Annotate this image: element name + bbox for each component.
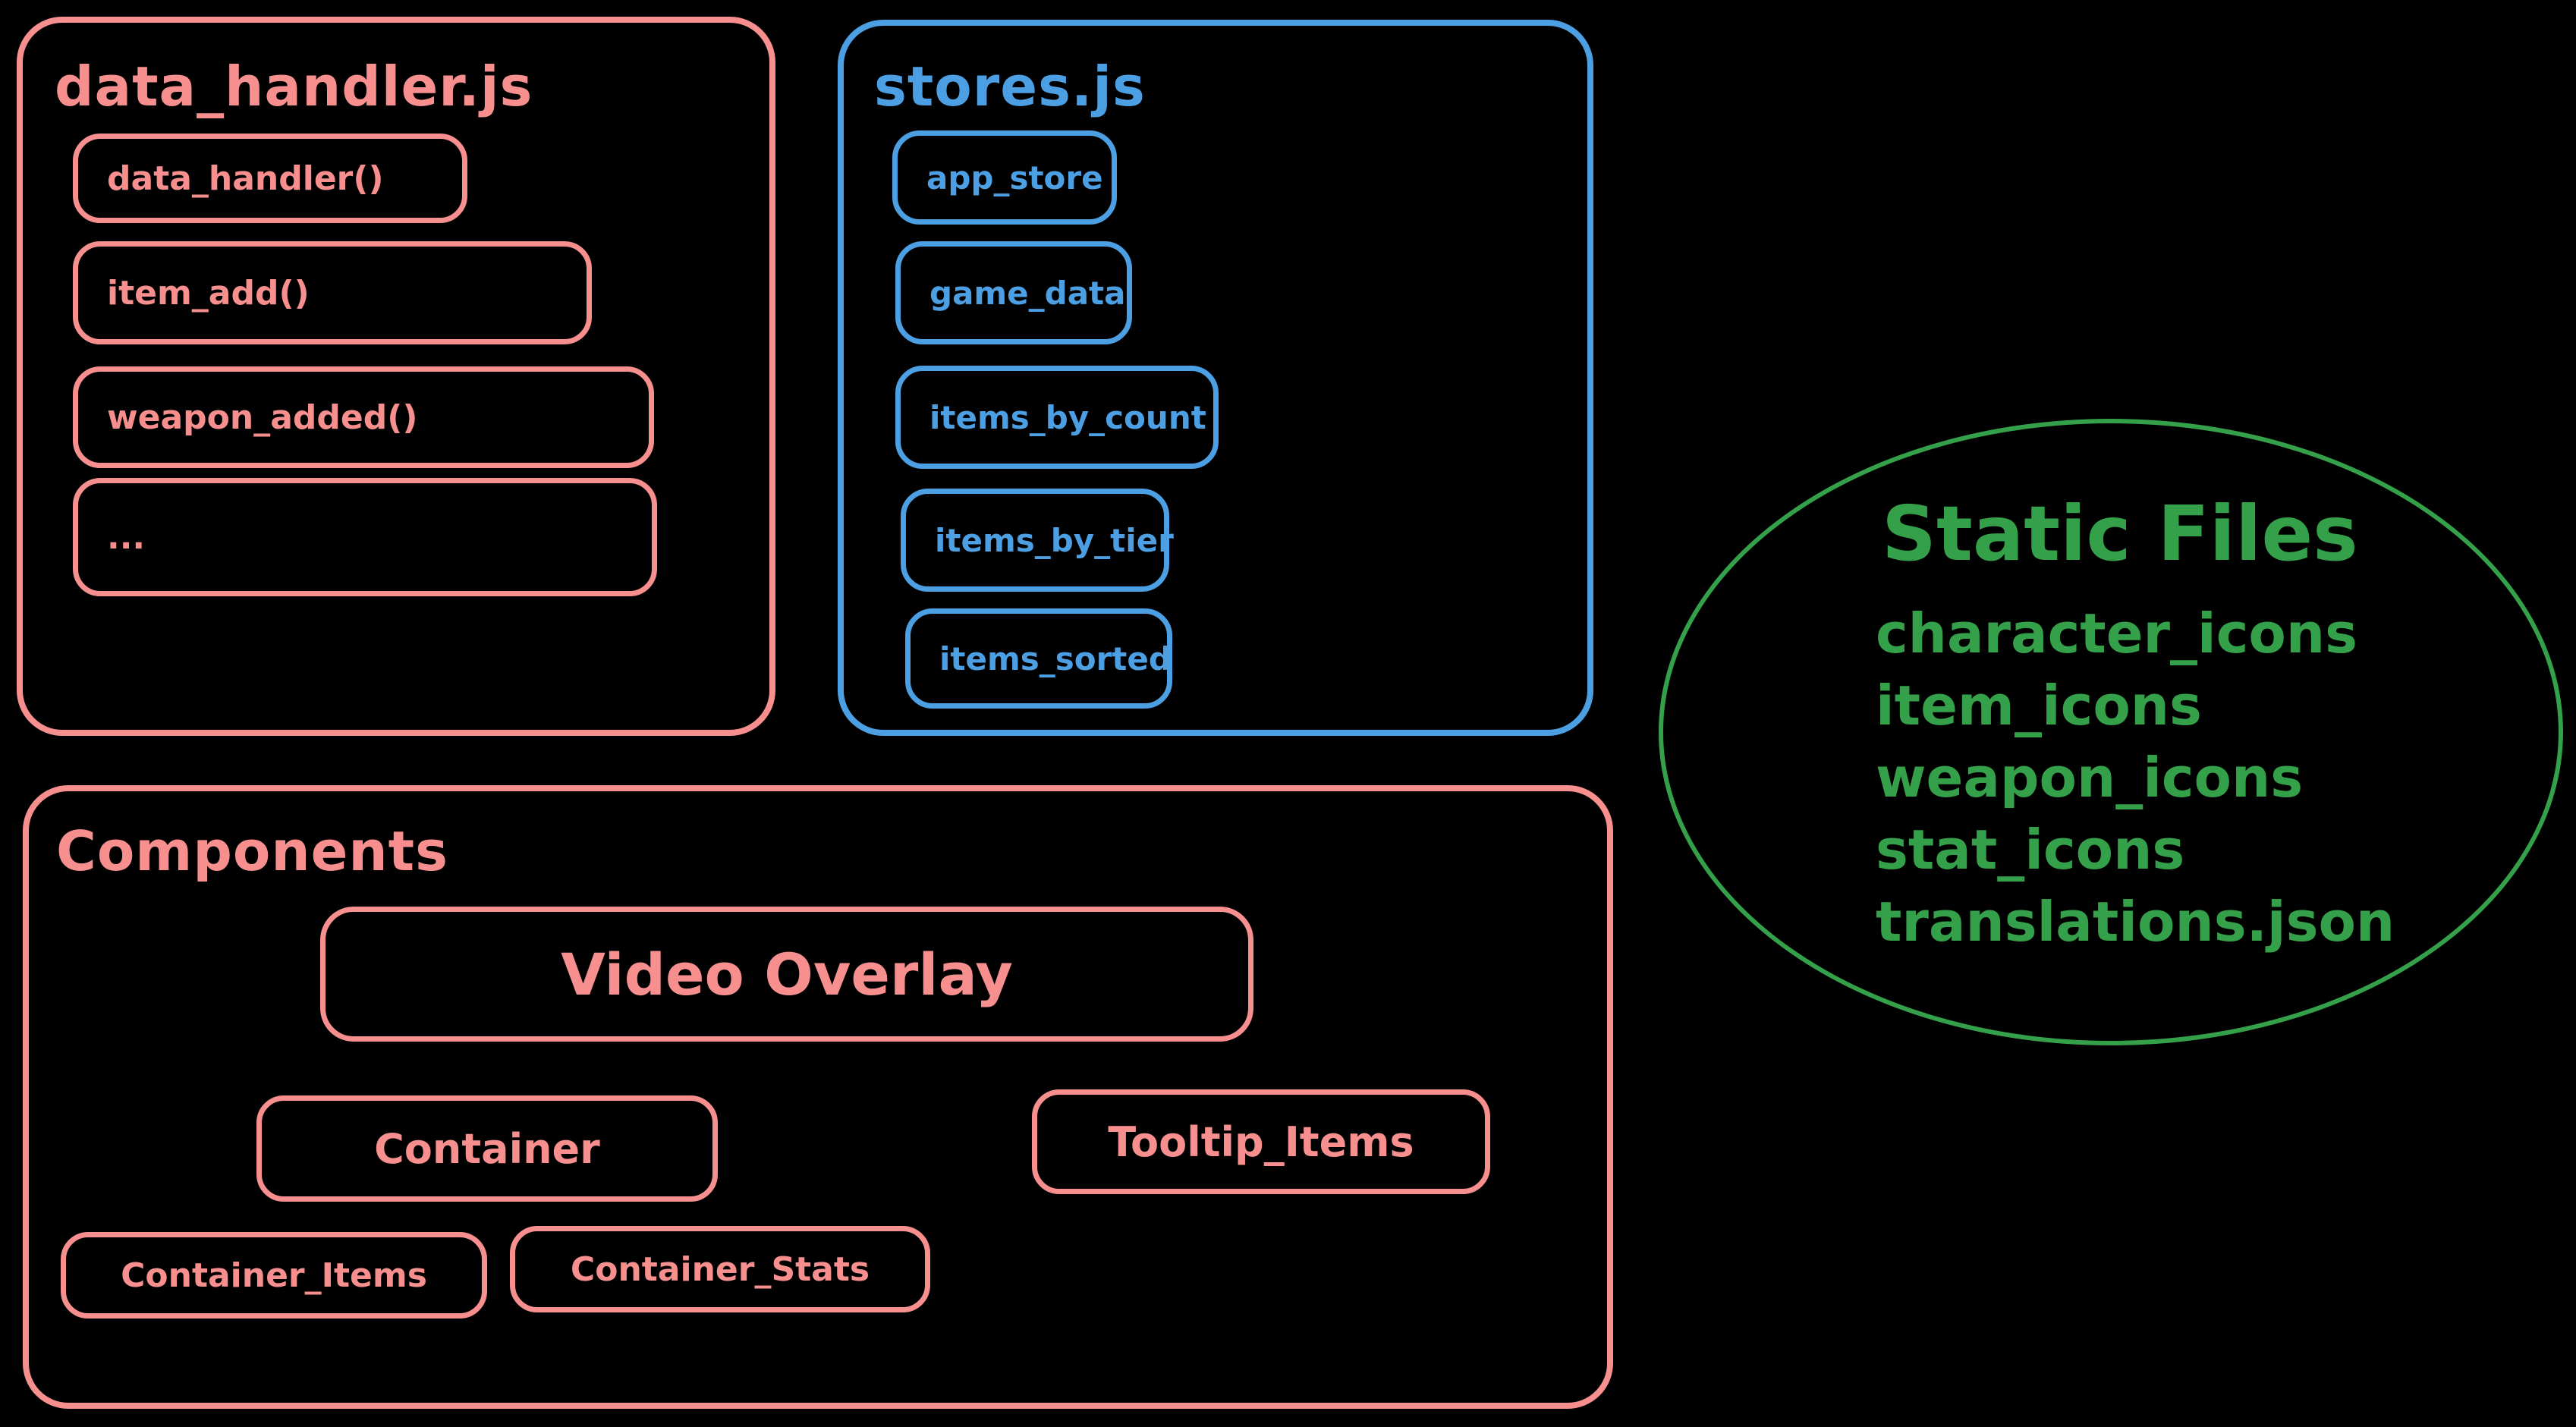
node-app-store: app_store xyxy=(892,130,1117,225)
node-item-add-fn: item_add() xyxy=(73,241,592,344)
node-video-overlay: Video Overlay xyxy=(320,907,1253,1042)
node-container-items: Container_Items xyxy=(61,1232,487,1319)
group-title-data-handler: data_handler.js xyxy=(55,55,533,118)
node-container: Container xyxy=(256,1095,718,1202)
group-title-stores: stores.js xyxy=(874,55,1146,118)
node-data-handler-fn: data_handler() xyxy=(73,134,467,223)
node-weapon-added-fn: weapon_added() xyxy=(73,366,654,468)
node-label: items_by_count xyxy=(929,398,1206,436)
node-label: Container_Items xyxy=(121,1256,427,1295)
group-box-components xyxy=(23,785,1613,1409)
node-items-sorted: items_sorted xyxy=(905,608,1172,709)
node-label: items_sorted xyxy=(939,640,1172,677)
node-label: Video Overlay xyxy=(561,940,1013,1008)
static-files-ellipse xyxy=(1659,419,2563,1045)
node-label: app_store xyxy=(926,159,1103,196)
node-label: Container xyxy=(374,1124,600,1173)
node-label: Container_Stats xyxy=(570,1249,870,1289)
group-title-components: Components xyxy=(56,819,448,883)
node-label: game_data xyxy=(929,274,1126,312)
static-file-translations-json: translations.json xyxy=(1876,890,2395,954)
node-label: Tooltip_Items xyxy=(1108,1117,1414,1166)
node-items-by-tier: items_by_tier xyxy=(901,489,1174,592)
static-file-weapon-icons: weapon_icons xyxy=(1876,746,2304,809)
node-label: item_add() xyxy=(107,273,310,313)
node-label: weapon_added() xyxy=(107,398,418,437)
static-file-character-icons: character_icons xyxy=(1876,602,2357,665)
node-label: items_by_tier xyxy=(935,521,1174,559)
node-container-stats: Container_Stats xyxy=(510,1226,930,1312)
node-ellipsis: ... xyxy=(73,478,657,596)
node-label: ... xyxy=(107,517,146,557)
static-files-list: character_icons item_icons weapon_icons … xyxy=(1876,598,2395,958)
group-box-stores xyxy=(838,20,1593,736)
node-items-by-count: items_by_count xyxy=(895,366,1219,469)
node-game-data: game_data xyxy=(895,241,1132,344)
node-tooltip-items: Tooltip_Items xyxy=(1032,1089,1490,1194)
static-files-title: Static Files xyxy=(1882,489,2358,578)
static-file-item-icons: item_icons xyxy=(1876,674,2202,737)
node-label: data_handler() xyxy=(107,159,384,198)
group-box-data-handler xyxy=(17,17,775,736)
static-file-stat-icons: stat_icons xyxy=(1876,818,2185,882)
